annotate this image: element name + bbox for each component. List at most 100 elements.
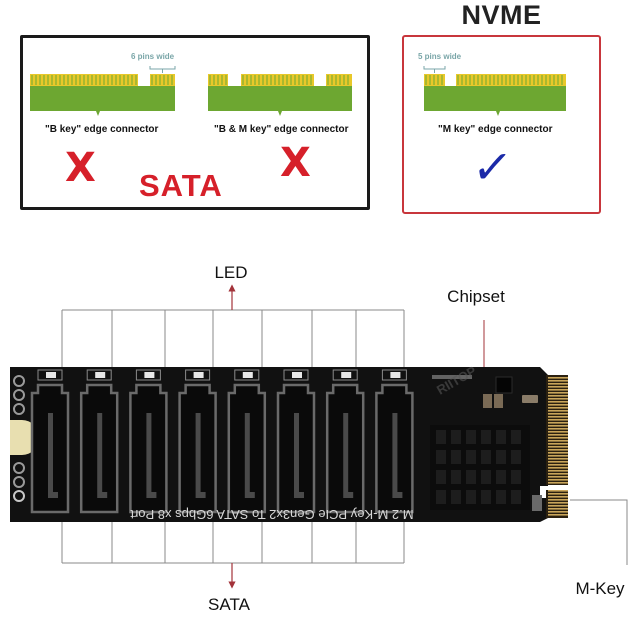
led-4 [185,369,211,381]
gold-finger [548,422,568,424]
bm-key-incompatible-x-icon: X [280,140,311,186]
gold-finger [548,479,568,481]
key-component [532,495,542,511]
gold-finger [548,413,568,415]
gold-finger [548,425,568,427]
heatsink-fin [436,430,446,444]
sata-port-7 [325,369,365,514]
b-key-connector-diagram [30,66,176,116]
heatsink-fin [466,430,476,444]
heatsink-fin [481,490,491,504]
m-key-connector-diagram [423,66,566,116]
m-key-pins-label: 5 pins wide [418,52,462,61]
port-blade [392,413,403,498]
heatsink-fin [451,450,461,464]
led-3 [135,369,161,381]
led-7 [332,369,358,381]
heatsink-fin [466,450,476,464]
heatsink-fin [481,430,491,444]
heatsink-fin [451,490,461,504]
heatsink-fin [511,490,521,504]
gold-pin-strip [150,74,175,86]
heatsink-fin [511,470,521,484]
bm-key-connector-diagram [208,74,352,116]
heatsink-fin [481,470,491,484]
chipset-components [432,375,542,511]
pad-3 [13,403,25,415]
gold-finger [548,482,568,484]
sata-port-8 [375,369,414,514]
gold-finger [548,493,568,495]
gold-finger [548,416,568,418]
sata-callout-bracket [61,522,405,564]
heatsink [430,425,530,510]
pad-5 [13,476,25,488]
led-lens [46,372,56,378]
nvme-compatibility-panel [402,35,601,214]
m-key-caption: "M key" edge connector [438,124,553,135]
led-lens [390,372,401,378]
gold-finger [548,502,568,504]
sata-port-3 [129,369,168,514]
gold-finger [548,431,568,433]
b-key-pin-bracket [149,66,176,73]
m-key-pin-bracket [423,66,446,73]
led-lens [193,372,204,378]
gold-finger [548,449,568,451]
port-blade [146,413,157,498]
gold-finger [548,511,568,513]
bm-key-caption: "B & M key" edge connector [214,124,349,135]
pad-2 [13,389,25,401]
sata-compatibility-panel [20,35,370,210]
inductor-1 [483,394,492,408]
led-lens [95,372,106,378]
led-callout-bracket [61,309,405,370]
port-blade [343,413,354,498]
gold-finger [548,437,568,439]
heatsink-fin [436,470,446,484]
pad-1 [13,375,25,387]
led-lens [242,372,253,378]
m-key-compatible-check-icon: ✓ [469,140,516,194]
port-blade [195,413,206,498]
led-lens [341,372,352,378]
port-blade [244,413,255,498]
pad-6 [13,490,25,502]
gold-finger [548,476,568,478]
gold-finger [548,514,568,516]
gold-finger [548,404,568,406]
sata-port-4 [178,369,217,514]
gold-finger [548,452,568,454]
pad-4 [13,462,25,474]
gold-finger [548,419,568,421]
gold-finger [548,467,568,469]
gold-finger [548,464,568,466]
led-1 [37,369,63,381]
sata-port-2 [79,369,119,514]
heatsink-fin [511,450,521,464]
heatsink-fin [496,490,506,504]
heatsink-fin [451,430,461,444]
port-blade [48,413,58,498]
heatsink-fin [511,430,521,444]
inductor-2 [494,394,503,408]
heatsink-fin [451,470,461,484]
m2-sata-adapter-diagram: M.2 M-Key PCIe Gen3x2 To SATA 6Gbps x8 P… [10,263,628,614]
gold-finger [548,428,568,430]
smd-row [432,375,472,379]
sata-port-6 [276,369,316,514]
gold-finger [548,440,568,442]
gold-finger [548,508,568,510]
port-blade [294,413,304,498]
sata-callout-label: SATA [208,595,251,614]
gold-finger [548,401,568,403]
port-blade [97,413,108,498]
led-lens [292,372,302,378]
gold-finger [548,473,568,475]
sata-port-1 [30,369,70,514]
m-key-callout-line [570,499,628,565]
led-2 [86,369,112,381]
gold-finger [548,458,568,460]
heatsink-fin [466,490,476,504]
heatsink-fin [481,450,491,464]
